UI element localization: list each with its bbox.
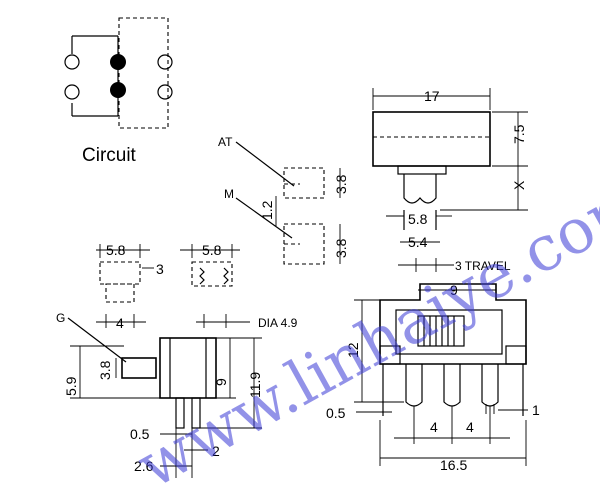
dim-5-4: 5.4 [408,234,428,250]
dim-3-8-m: 3.8 [333,238,349,258]
dim-5-8-b: 5.8 [202,242,222,258]
label-at: AT [218,135,233,149]
dim-9-left: 9 [213,378,229,386]
label-dia: DIA 4.9 [258,316,298,330]
dim-7-5: 7.5 [511,124,527,144]
dim-11-9: 11.9 [247,372,263,398]
dim-3-8-g: 3.8 [97,360,113,380]
dim-5-9: 5.9 [63,376,79,396]
dim-3-footprint: 3 [156,261,164,277]
dim-1-2: 1.2 [259,200,275,220]
label-m: M [224,187,234,201]
dim-0-5-right: 0.5 [326,405,346,421]
dim-4-footprint: 4 [116,315,124,331]
dim-3-8-at: 3.8 [333,174,349,194]
dim-17: 17 [424,88,440,104]
dim-2: 2 [212,443,220,459]
dim-x: X [511,180,527,190]
dim-1: 1 [532,402,540,418]
detail-at-m: AT 3.8 1.2 M 3.8 [218,135,349,265]
travel-label: 3 TRAVEL [455,259,511,273]
dim-5-8-a: 5.8 [106,242,126,258]
bottom-view: 9 12 0.5 1 4 4 16.5 [326,282,540,473]
front-view: G 3.8 5.9 9 11.9 0.5 2 2.6 [56,311,263,478]
side-view: 17 7.5 X 5.8 5.4 3 TRAVEL [372,88,528,273]
dim-2-6: 2.6 [134,458,154,474]
dim-12: 12 [345,342,361,358]
label-g: G [56,311,65,325]
dim-4-a: 4 [430,419,438,435]
dim-4-b: 4 [466,419,474,435]
dim-5-8-side: 5.8 [408,211,428,227]
dim-9-top: 9 [450,282,458,298]
watermark-text: www.linhaiye.com [125,162,600,498]
circuit-caption: Circuit [82,145,137,166]
footprint-details: 5.8 3 4 5.8 DIA 4.9 [96,242,298,331]
dim-16-5: 16.5 [440,457,467,473]
dim-0-5-left: 0.5 [130,426,150,442]
circuit-diagram: Circuit [64,17,173,166]
